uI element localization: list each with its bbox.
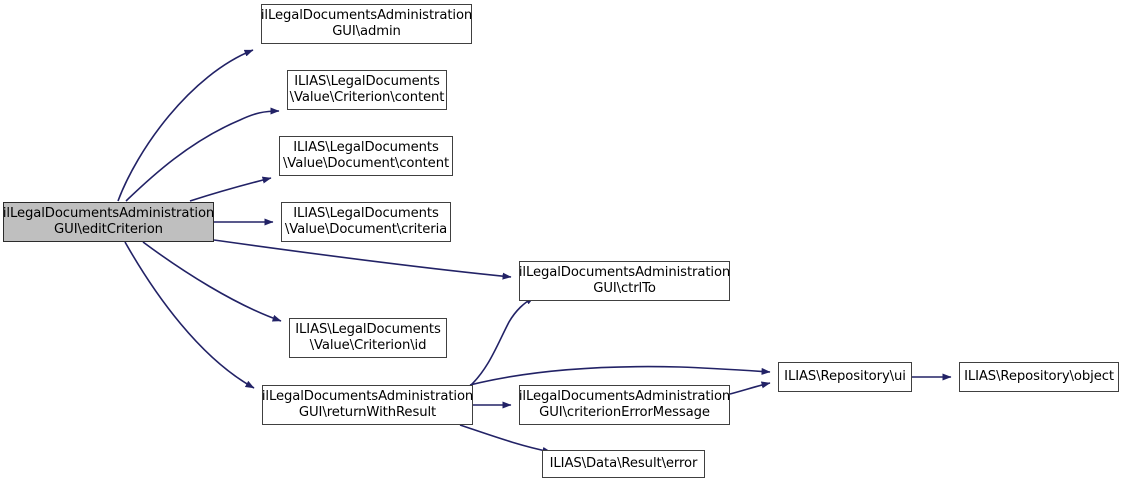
edge-returnWithResult-repository-ui bbox=[469, 365, 771, 386]
edge-editCriterion-admin bbox=[117, 49, 254, 202]
edge-editCriterion-criterion-id bbox=[142, 241, 282, 322]
node-admin[interactable]: ilLegalDocumentsAdministration GUI\admin bbox=[261, 4, 472, 44]
node-label: ILIAS\Data\Result\error bbox=[549, 456, 698, 471]
node-repository-object[interactable]: ILIAS\Repository\object bbox=[959, 362, 1119, 392]
node-label: ILIAS\LegalDocuments \Value\Document\con… bbox=[282, 140, 450, 171]
node-document-content[interactable]: ILIAS\LegalDocuments \Value\Document\con… bbox=[279, 136, 453, 176]
edge-editCriterion-document-content bbox=[189, 176, 272, 202]
edge-returnWithResult-ctrlTo bbox=[469, 296, 535, 387]
edge-criterionErrorMessage-repository-ui bbox=[729, 381, 771, 395]
node-label: ILIAS\LegalDocuments \Value\Document\cri… bbox=[284, 206, 448, 237]
node-ctrlTo[interactable]: ilLegalDocumentsAdministration GUI\ctrlT… bbox=[519, 261, 730, 301]
node-editCriterion[interactable]: ilLegalDocumentsAdministration GUI\editC… bbox=[3, 202, 214, 242]
node-label: ILIAS\LegalDocuments \Value\Criterion\id bbox=[295, 322, 441, 353]
node-label: ilLegalDocumentsAdministration GUI\admin bbox=[260, 8, 473, 39]
edge-editCriterion-returnWithResult bbox=[124, 241, 255, 389]
edge-editCriterion-criterion-content bbox=[125, 107, 280, 202]
node-label: ILIAS\Repository\ui bbox=[784, 369, 906, 384]
edge-returnWithResult-result-error bbox=[459, 424, 552, 454]
node-label: ilLegalDocumentsAdministration GUI\editC… bbox=[2, 206, 215, 237]
node-repository-ui[interactable]: ILIAS\Repository\ui bbox=[778, 362, 912, 392]
node-label: ilLegalDocumentsAdministration GUI\retur… bbox=[261, 389, 474, 420]
node-document-criteria[interactable]: ILIAS\LegalDocuments \Value\Document\cri… bbox=[281, 202, 451, 242]
node-result-error[interactable]: ILIAS\Data\Result\error bbox=[542, 450, 705, 478]
node-criterionErrorMessage[interactable]: ilLegalDocumentsAdministration GUI\crite… bbox=[519, 385, 730, 425]
node-criterion-id[interactable]: ILIAS\LegalDocuments \Value\Criterion\id bbox=[289, 318, 447, 358]
node-label: ilLegalDocumentsAdministration GUI\crite… bbox=[518, 389, 731, 420]
node-returnWithResult[interactable]: ilLegalDocumentsAdministration GUI\retur… bbox=[262, 385, 473, 425]
node-label: ilLegalDocumentsAdministration GUI\ctrlT… bbox=[518, 265, 731, 296]
node-criterion-content[interactable]: ILIAS\LegalDocuments \Value\Criterion\co… bbox=[287, 70, 447, 110]
edge-editCriterion-ctrlTo bbox=[213, 239, 512, 280]
node-label: ILIAS\LegalDocuments \Value\Criterion\co… bbox=[289, 74, 445, 105]
node-label: ILIAS\Repository\object bbox=[964, 369, 1114, 384]
